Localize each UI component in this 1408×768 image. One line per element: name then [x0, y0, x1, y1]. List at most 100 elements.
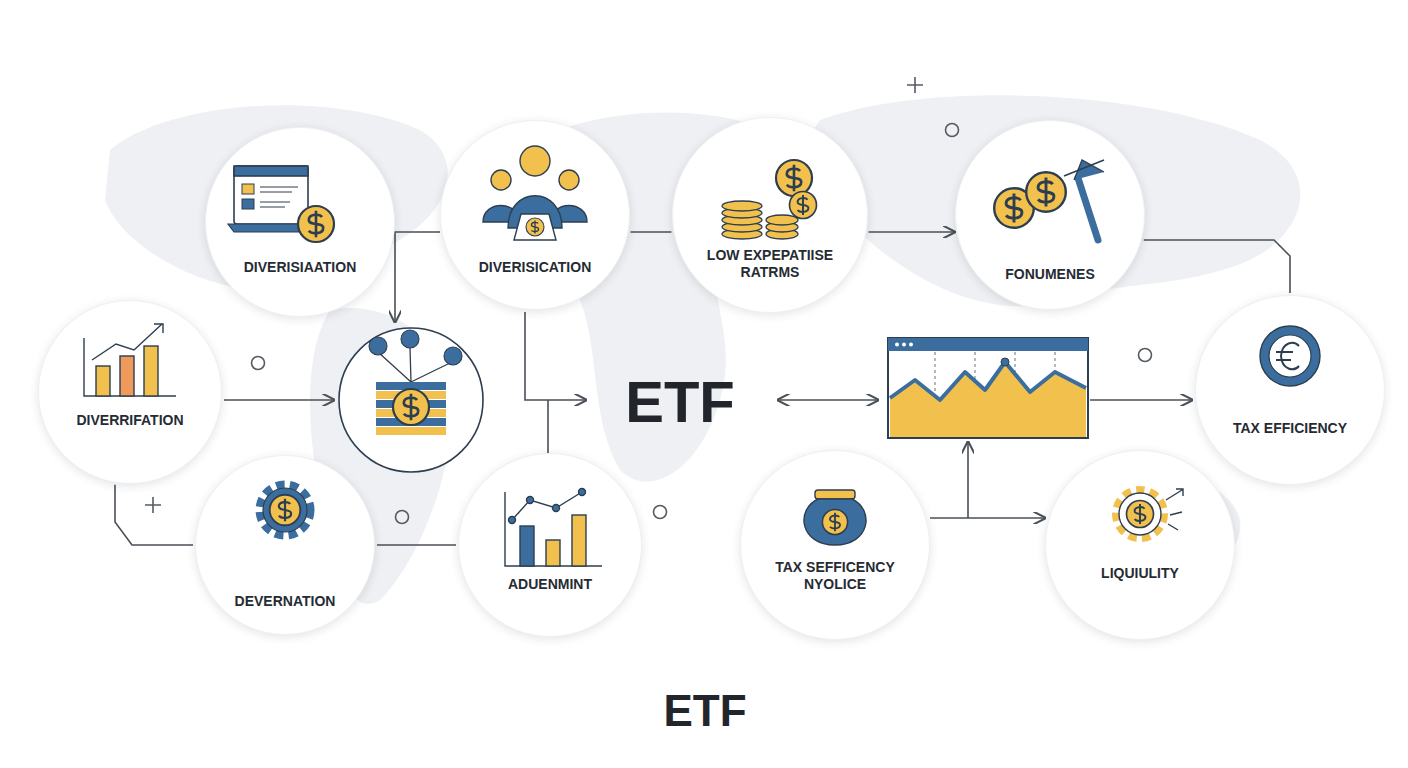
flow-line — [967, 442, 969, 518]
benefit-circle: LIQUIULITY — [1045, 450, 1235, 640]
benefit-circle: DIVERISICATION — [440, 120, 630, 310]
investors-icon — [483, 206, 519, 223]
benefit-label: LIQUIULITY — [1060, 565, 1220, 582]
line-bar-chart-icon — [572, 515, 586, 566]
line-bar-chart-icon — [505, 492, 602, 566]
price-chart-window — [888, 338, 1088, 438]
decoration-marks — [1139, 349, 1152, 362]
text-block: DIVERRIFATION — [50, 412, 210, 429]
decoration-marks — [252, 357, 265, 370]
investors-icon — [559, 170, 579, 190]
line-bar-chart-icon — [553, 505, 560, 512]
benefit-label: FONUMENES — [970, 266, 1130, 283]
benefit-label: LOW EXPEPATIISE RATRMS — [695, 247, 845, 281]
euro-ring-icon — [1276, 343, 1299, 369]
gear-coin-icon — [261, 486, 309, 534]
benefit-circle: DIVERRIFATION — [38, 300, 222, 484]
investors-icon — [551, 206, 587, 223]
title-label: ETF — [625, 368, 735, 435]
document-coin-icon — [242, 199, 254, 209]
flow-line — [1090, 399, 1192, 401]
price-chart-window — [1001, 358, 1009, 366]
gear-coin-icon — [270, 495, 301, 526]
bar-chart-icon — [154, 324, 163, 333]
investors-icon — [520, 146, 550, 176]
document-coin-icon — [242, 184, 254, 194]
line-bar-chart-icon — [512, 492, 582, 520]
benefit-label: DIVERISICATION — [455, 259, 615, 276]
price-chart-window — [902, 343, 906, 347]
coin-stacks-icon — [722, 201, 762, 211]
bar-chart-icon — [120, 356, 134, 396]
investors-icon — [526, 218, 544, 236]
benefit-circle: DEVERNATION — [195, 455, 375, 635]
document-coin-icon — [234, 166, 308, 176]
benefit-label: TAX SEFFICENCY NYOLICE — [760, 559, 910, 593]
document-coin-icon — [228, 224, 306, 232]
title-label: ETF — [663, 686, 746, 736]
flow-line — [930, 517, 1045, 519]
coin-stacks-icon — [766, 222, 798, 232]
money-bag-icon — [804, 499, 866, 545]
line-bar-chart-icon — [520, 526, 534, 566]
money-bag-icon — [822, 509, 847, 534]
coins-tool-icon — [1078, 178, 1098, 240]
text-block: FONUMENES — [970, 266, 1130, 283]
coin-stacks-icon — [776, 160, 812, 196]
benefit-label: ADUENMINT — [470, 576, 630, 593]
text-block: TAX SEFFICENCY NYOLICE — [760, 559, 910, 593]
line-bar-chart-icon — [527, 497, 534, 504]
coins-tool-icon — [994, 160, 1104, 240]
fund-circle-illustration — [369, 337, 387, 355]
text-block: LOW EXPEPATIISE RATRMS — [695, 247, 845, 281]
coin-stacks-icon — [722, 229, 762, 239]
coins-tool-icon — [1026, 172, 1066, 212]
line-bar-chart-icon — [579, 489, 586, 496]
flow-line — [525, 312, 586, 400]
fund-circle-illustration — [339, 328, 483, 472]
coin-stacks-icon — [722, 160, 817, 239]
price-chart-window — [890, 362, 1086, 437]
benefit-label: DIVERISIAATION — [220, 259, 380, 276]
text-block: DIVERISIAATION — [220, 259, 380, 276]
fund-circle-illustration — [376, 427, 446, 435]
document-coin-icon — [234, 166, 308, 224]
gear-coin-icon — [261, 486, 309, 534]
text-block: DIVERISICATION — [455, 259, 615, 276]
document-coin-icon — [298, 206, 334, 242]
coin-stacks-icon — [766, 215, 798, 225]
price-chart-window — [888, 338, 1088, 351]
document-coin-icon — [228, 166, 334, 242]
fund-circle-illustration — [444, 347, 462, 365]
decoration-marks — [654, 506, 667, 519]
connector-line — [1144, 240, 1290, 293]
line-bar-chart-icon — [546, 540, 560, 566]
decoration-marks — [145, 497, 161, 513]
flow-line — [224, 399, 334, 401]
bar-chart-icon — [92, 324, 162, 360]
bar-chart-icon — [84, 324, 176, 396]
bar-chart-icon — [96, 366, 110, 396]
benefit-label: DEVERNATION — [205, 593, 365, 610]
decoration-marks — [396, 511, 409, 524]
gear-coin-icon — [1119, 493, 1161, 535]
fund-circle-illustration — [393, 389, 429, 425]
coins-tool-icon — [1074, 160, 1104, 180]
bar-chart-icon — [84, 338, 176, 396]
benefit-label: TAX EFFICIENCY — [1210, 420, 1370, 437]
euro-ring-icon — [1260, 326, 1320, 386]
coin-stacks-icon — [722, 215, 762, 225]
fund-circle-illustration — [339, 328, 483, 472]
coin-stacks-icon — [722, 222, 762, 232]
investors-icon — [508, 196, 562, 228]
coin-stacks-icon — [766, 229, 798, 239]
flow-line — [395, 232, 440, 322]
fund-circle-illustration — [401, 330, 419, 348]
text-block: DEVERNATION — [205, 593, 365, 610]
investors-icon — [514, 214, 556, 240]
money-bag-icon — [804, 490, 866, 545]
fund-circle-illustration — [378, 348, 452, 382]
gear-coin-icon — [1166, 489, 1183, 530]
